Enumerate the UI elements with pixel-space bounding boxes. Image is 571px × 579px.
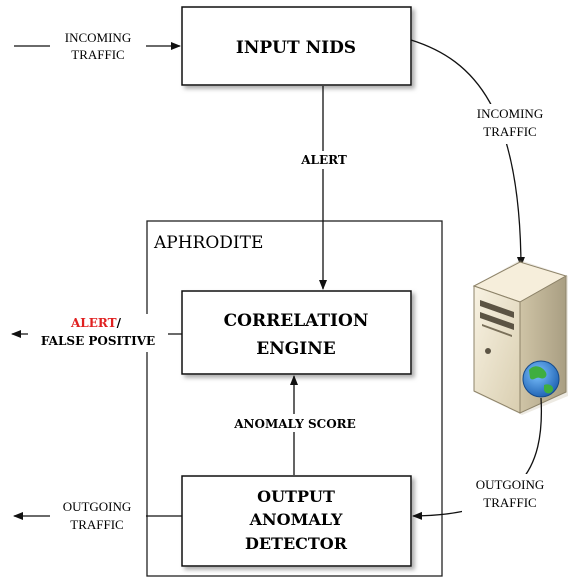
- outgoing-right-label-2: TRAFFIC: [483, 495, 536, 510]
- correlation-engine-line2: ENGINE: [256, 339, 336, 359]
- anomaly-score-label: ANOMALY SCORE: [233, 417, 356, 431]
- outgoing-left-label-1: OUTGOING: [63, 499, 132, 514]
- incoming-left-label-1: INCOMING: [65, 30, 131, 45]
- output-anomaly-detector-box: [181, 475, 412, 567]
- correlation-engine-line1: CORRELATION: [224, 311, 369, 331]
- alert-output-label: ALERT/: [70, 316, 122, 330]
- incoming-right-label-2: TRAFFIC: [483, 124, 536, 139]
- alert-slash-text: /: [117, 316, 122, 330]
- aphrodite-container: [146, 220, 443, 577]
- input-nids-label: INPUT NIDS: [236, 38, 356, 58]
- globe-icon: [522, 360, 560, 398]
- alert-red-text: ALERT: [70, 316, 117, 330]
- false-positive-label: FALSE POSITIVE: [41, 334, 155, 348]
- aphrodite-label: APHRODITE: [153, 233, 263, 253]
- alert-label: ALERT: [300, 153, 347, 167]
- input-nids-box: [181, 6, 412, 86]
- incoming-right-label-1: INCOMING: [477, 106, 543, 121]
- outgoing-left-label-2: TRAFFIC: [70, 517, 123, 532]
- outgoing-right-label-1: OUTGOING: [476, 477, 545, 492]
- output-detector-line3: DETECTOR: [245, 534, 348, 553]
- output-detector-line2: ANOMALY: [249, 510, 343, 529]
- output-detector-line1: OUTPUT: [257, 487, 335, 506]
- incoming-to-server-arrow: [410, 39, 525, 267]
- incoming-left-label-2: TRAFFIC: [71, 47, 124, 62]
- correlation-engine-box: [181, 290, 412, 375]
